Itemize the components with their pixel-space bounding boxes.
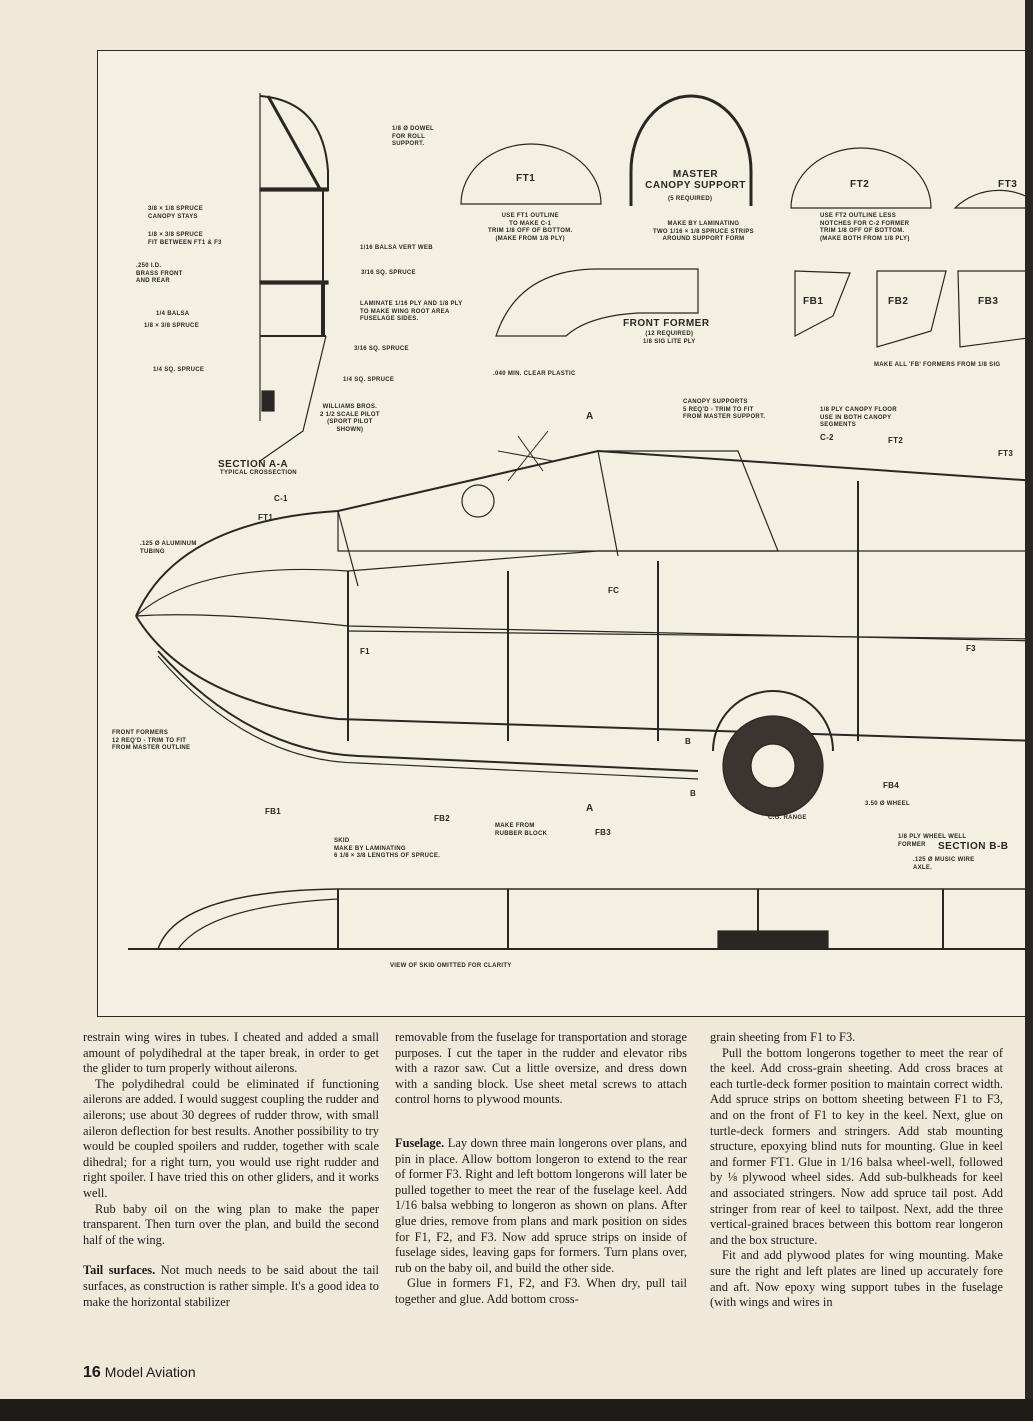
label-laminate: LAMINATE 1/16 PLY AND 1/8 PLY TO MAKE WI… <box>360 301 463 322</box>
label-wheel: 3.50 Ø WHEEL <box>865 801 910 807</box>
ft1-note: USE FT1 OUTLINE TO MAKE C-1 TRIM 1/8 OFF… <box>488 213 573 242</box>
paragraph: Rub baby oil on the wing plan to make th… <box>83 1201 379 1247</box>
label-balsa-web: 1/16 BALSA VERT WEB <box>360 245 433 251</box>
label-spruce-fit: 1/8 × 3/8 SPRUCE FIT BETWEEN FT1 & F3 <box>148 232 222 246</box>
fb2-label: FB2 <box>888 296 909 307</box>
label-brass-tube: .250 I.D. BRASS FRONT AND REAR <box>136 263 183 284</box>
label-rubber-block: MAKE FROM RUBBER BLOCK <box>495 823 548 837</box>
fuselage-text: Lay down three main longerons over plans… <box>395 1135 687 1275</box>
label-aluminum-tubing: .125 Ø ALUMINUM TUBING <box>140 541 197 555</box>
label-skid-omitted: VIEW OF SKID OMITTED FOR CLARITY <box>390 963 512 969</box>
section-aa-title: SECTION A-A <box>218 459 289 470</box>
label-front-formers: FRONT FORMERS 12 REQ'D - TRIM TO FIT FRO… <box>112 730 191 751</box>
scan-edge-right <box>1025 0 1033 1421</box>
section-aa-subtitle: TYPICAL CROSSECTION <box>220 470 297 476</box>
label-canopy-floor: 1/8 PLY CANOPY FLOOR USE IN BOTH CANOPY … <box>820 407 897 428</box>
label-ft3-side: FT3 <box>998 449 1014 458</box>
master-canopy-support <box>629 94 753 206</box>
front-former <box>495 268 699 337</box>
skid-view <box>128 888 1033 950</box>
heading-tail-surfaces: Tail surfaces. <box>83 1263 156 1278</box>
label-c2: C-2 <box>820 433 834 442</box>
ft3-former <box>953 189 1033 209</box>
label-clear-plastic: .040 MIN. CLEAR PLASTIC <box>493 371 576 377</box>
label-fb4: FB4 <box>883 781 900 790</box>
magazine-name: Model Aviation <box>104 1364 196 1380</box>
section-marker-b-top: B <box>685 737 692 746</box>
ft1-former <box>460 143 602 205</box>
ft2-label: FT2 <box>850 179 870 190</box>
label-sq-spruce-4: 1/4 SQ. SPRUCE <box>343 377 395 383</box>
article-column-2: removable from the fuselage for transpor… <box>395 1030 687 1308</box>
paragraph: Fit and add plywood plates for wing moun… <box>710 1248 1003 1310</box>
paragraph: Pull the bottom longerons together to me… <box>710 1045 1003 1247</box>
scan-edge-bottom <box>0 1399 1033 1421</box>
label-fc: FC <box>608 586 620 595</box>
label-skid: SKID MAKE BY LAMINATING 6 1/8 × 3/8 LENG… <box>334 838 441 859</box>
section-aa-drawing <box>259 93 329 462</box>
article-column-1: restrain wing wires in tubes. I cheated … <box>83 1030 379 1310</box>
fb2-former <box>876 270 947 348</box>
fb3-former <box>957 270 1033 348</box>
fb3-label: FB3 <box>978 296 999 307</box>
paragraph: grain sheeting from F1 to F3. <box>710 1030 856 1044</box>
label-axle: .125 Ø MUSIC WIRE AXLE. <box>913 857 975 871</box>
section-marker-a-bottom: A <box>586 803 594 814</box>
ft1-label: FT1 <box>516 173 536 184</box>
master-support-title: MASTER CANOPY SUPPORT <box>645 169 746 191</box>
label-dowel: 1/8 Ø DOWEL FOR ROLL SUPPORT. <box>392 126 434 147</box>
label-balsa: 1/4 BALSA <box>156 311 190 317</box>
label-wheel-well: 1/8 PLY WHEEL WELL FORMER <box>898 834 967 848</box>
label-pilot: WILLIAMS BROS. 2 1/2 SCALE PILOT (SPORT … <box>320 404 380 433</box>
label-canopy-stays: 3/8 × 1/8 SPRUCE CANOPY STAYS <box>148 206 203 220</box>
construction-plan-drawing: 1/8 Ø DOWEL FOR ROLL SUPPORT. 3/8 × 1/8 … <box>97 50 1033 1017</box>
label-canopy-supports: CANOPY SUPPORTS 5 REQ'D - TRIM TO FIT FR… <box>683 399 766 420</box>
front-former-label: FRONT FORMER <box>623 318 710 329</box>
label-ft2-side: FT2 <box>888 436 904 445</box>
page-number: 16 <box>83 1364 101 1381</box>
section-marker-b-bottom: B <box>690 789 697 798</box>
heading-fuselage: Fuselage. <box>395 1135 445 1150</box>
label-ft1-side: FT1 <box>258 513 274 522</box>
ft2-former <box>790 147 932 209</box>
ft3-label: FT3 <box>998 179 1018 190</box>
section-marker-a-top: A <box>586 411 594 422</box>
label-f3: F3 <box>966 644 976 653</box>
fb1-label: FB1 <box>803 296 824 307</box>
plan-linework <box>128 93 1033 950</box>
paragraph: Glue in formers F1, F2, and F3. When dry… <box>395 1276 687 1306</box>
paragraph: restrain wing wires in tubes. I cheated … <box>83 1030 379 1076</box>
fb1-former <box>794 270 851 337</box>
label-sq-spruce-3: 1/4 SQ. SPRUCE <box>153 367 205 373</box>
label-spruce-3-8: 1/8 × 3/8 SPRUCE <box>144 323 199 329</box>
paragraph: The polydihedral could be eliminated if … <box>83 1076 379 1200</box>
label-fb1-side: FB1 <box>265 807 282 816</box>
front-former-note: (12 REQUIRED) 1/8 SIG LITE PLY <box>643 331 696 345</box>
label-f1: F1 <box>360 647 370 656</box>
master-support-note: MAKE BY LAMINATING TWO 1/16 × 1/8 SPRUCE… <box>653 221 754 242</box>
article-column-3: grain sheeting from F1 to F3. Pull the b… <box>710 1030 1003 1311</box>
paragraph: removable from the fuselage for transpor… <box>395 1030 687 1107</box>
fb-note: MAKE ALL 'FB' FORMERS FROM 1/8 SIG <box>874 362 1001 368</box>
paragraph-fuselage: Fuselage. Lay down three main longerons … <box>395 1136 687 1276</box>
label-fb3-side: FB3 <box>595 828 612 837</box>
paragraph-tail-surfaces: Tail surfaces. Not much needs to be said… <box>83 1263 379 1310</box>
master-support-required: (5 REQUIRED) <box>668 196 713 202</box>
ft2-note: USE FT2 OUTLINE LESS NOTCHES FOR C-2 FOR… <box>820 213 910 242</box>
label-cg-range: C.G. RANGE <box>768 815 807 821</box>
label-sq-spruce-2: 3/16 SQ. SPRUCE <box>354 346 409 352</box>
label-sq-spruce-1: 3/16 SQ. SPRUCE <box>361 270 416 276</box>
label-c1: C-1 <box>274 494 288 503</box>
tail-text: Not much needs to be said about the tail… <box>83 1263 379 1309</box>
label-fb2-side: FB2 <box>434 814 451 823</box>
section-bb-title: SECTION B-B <box>938 841 1009 852</box>
fuselage-side-view <box>135 430 1033 817</box>
